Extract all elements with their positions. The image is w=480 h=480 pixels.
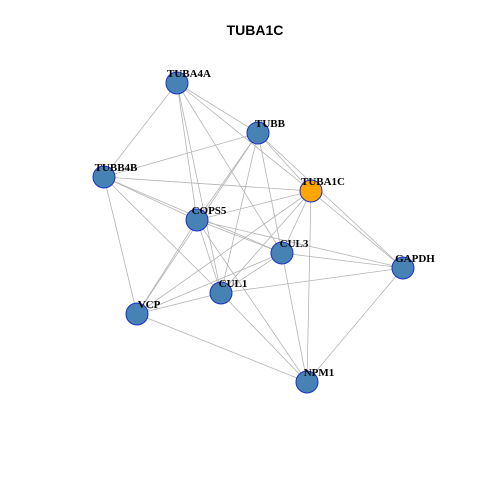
- edge-tuba4a-tubb4b: [103, 82, 178, 178]
- edge-tuba4a-cul3: [176, 82, 283, 254]
- edge-gapdh-cul1: [220, 267, 404, 294]
- node-tuba4a[interactable]: [165, 71, 189, 95]
- node-gapdh[interactable]: [391, 256, 415, 280]
- edge-cops5-gapdh: [196, 219, 404, 269]
- edge-tubb4b-cops5: [103, 176, 198, 221]
- edge-cul1-npm1: [220, 292, 308, 383]
- node-label-tubb4b: TUBB4B: [95, 162, 138, 174]
- node-npm1[interactable]: [295, 370, 319, 394]
- edge-cops5-vcp: [136, 219, 198, 315]
- node-cul3[interactable]: [270, 241, 294, 265]
- edge-cops5-cul3: [196, 219, 283, 254]
- edge-cops5-npm1: [196, 219, 308, 383]
- edge-tubb-cul1: [220, 132, 259, 294]
- edge-tubb-tubb4b: [103, 132, 259, 178]
- edge-tubb4b-cul1: [103, 176, 222, 294]
- node-tubb4b[interactable]: [92, 165, 116, 189]
- edge-tuba4a-cul1: [176, 82, 222, 294]
- edge-cul3-cul1: [220, 252, 283, 294]
- edge-tuba1c-vcp: [136, 190, 312, 315]
- edge-cops5-cul1: [196, 219, 222, 294]
- edge-tuba1c-npm1: [306, 190, 312, 383]
- node-label-gapdh: GAPDH: [395, 253, 435, 265]
- edge-cul3-npm1: [281, 252, 308, 383]
- node-label-tuba1c: TUBA1C: [301, 176, 345, 188]
- nodes-layer: [92, 71, 415, 394]
- edge-tubb-cul3: [257, 132, 283, 254]
- node-label-vcp: VCP: [138, 299, 161, 311]
- edge-vcp-npm1: [136, 313, 308, 383]
- edge-tuba1c-cops5: [196, 190, 312, 221]
- node-label-cul3: CUL3: [280, 238, 309, 250]
- node-tuba1c[interactable]: [299, 179, 323, 203]
- edge-cul1-vcp: [136, 292, 222, 315]
- node-label-tubb: TUBB: [255, 118, 286, 130]
- edge-tuba4a-cops5: [176, 82, 198, 221]
- node-label-npm1: NPM1: [304, 367, 335, 379]
- node-cops5[interactable]: [185, 208, 209, 232]
- node-vcp[interactable]: [125, 302, 149, 326]
- edge-tuba1c-gapdh: [310, 190, 404, 269]
- edge-tubb-gapdh: [257, 132, 404, 269]
- edge-tubb-tuba1c: [257, 132, 312, 192]
- node-cul1[interactable]: [209, 281, 233, 305]
- node-tubb[interactable]: [246, 121, 270, 145]
- edge-tubb4b-vcp: [103, 176, 138, 315]
- node-label-tuba4a: TUBA4A: [167, 68, 211, 80]
- edge-cul3-gapdh: [281, 252, 404, 269]
- node-label-cops5: COPS5: [192, 205, 227, 217]
- edge-tuba4a-tubb: [176, 82, 259, 134]
- edge-tubb4b-tuba1c: [103, 176, 312, 192]
- node-label-cul1: CUL1: [219, 278, 248, 290]
- graph-title: TUBA1C: [227, 22, 284, 38]
- edge-gapdh-npm1: [306, 267, 404, 383]
- edge-tuba1c-cul1: [220, 190, 312, 294]
- edge-cul3-vcp: [136, 252, 283, 315]
